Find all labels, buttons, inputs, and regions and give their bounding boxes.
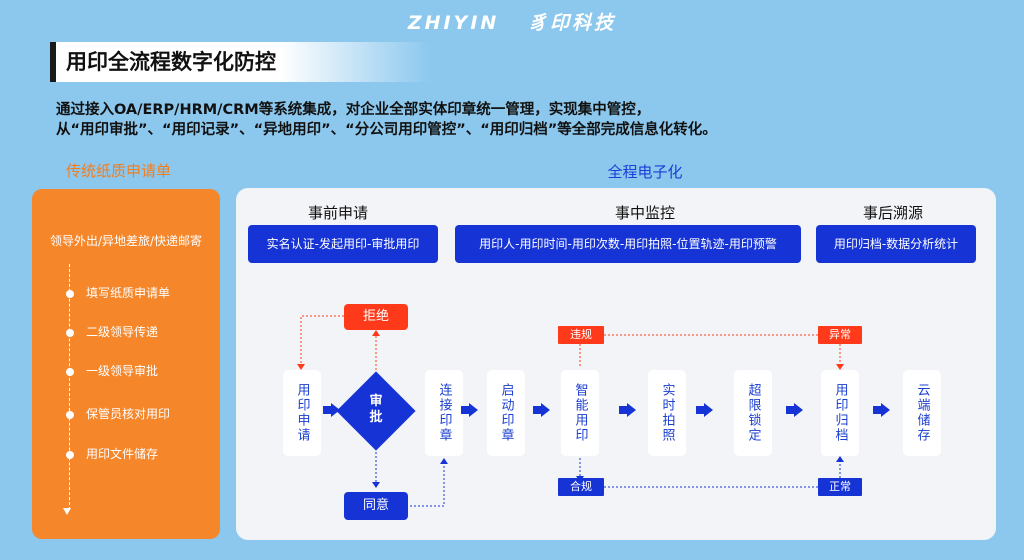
flow-step-connect: 连接印章 xyxy=(425,370,463,456)
reject-node: 拒绝 xyxy=(344,304,408,330)
traditional-step: 用印文件储存 xyxy=(66,445,158,462)
arrowhead-icon xyxy=(297,364,305,370)
reject-to-apply-line xyxy=(300,315,344,366)
traditional-step: 填写纸质申请单 xyxy=(66,284,170,301)
description-line-1: 通过接入OA/ERP/HRM/CRM等系统集成，对企业全部实体印章统一管理，实现… xyxy=(56,102,651,118)
flow-step-archive: 用印归档 xyxy=(821,370,859,456)
agree-to-connect-line xyxy=(410,462,445,507)
description: 通过接入OA/ERP/HRM/CRM等系统集成，对企业全部实体印章统一管理，实现… xyxy=(56,100,1016,140)
flow-step-label: 连接印章 xyxy=(436,383,452,443)
bullet-icon xyxy=(66,328,74,337)
flow-step-label: 智能用印 xyxy=(572,383,588,443)
violation-tag: 违规 xyxy=(558,326,604,344)
bullet-icon xyxy=(66,289,74,298)
brand-en: ZHIYIN xyxy=(407,12,500,34)
bullet-icon xyxy=(66,367,74,376)
flow-step-photo: 实时拍照 xyxy=(648,370,686,456)
brand-logo: ZHIYIN 豸印科技 xyxy=(0,8,1024,35)
arrowhead-icon xyxy=(372,330,380,336)
traditional-timeline xyxy=(69,264,70,510)
flow-step-label: 启动印章 xyxy=(498,383,514,443)
normal-tag: 正常 xyxy=(818,478,862,496)
page-title: 用印全流程数字化防控 xyxy=(50,42,430,82)
traditional-top-label: 领导外出/异地差旅/快递邮寄 xyxy=(49,234,203,248)
agree-node: 同意 xyxy=(344,492,408,520)
compliant-tag: 合规 xyxy=(558,478,604,496)
arrowhead-icon xyxy=(836,456,844,462)
traditional-step-label: 填写纸质申请单 xyxy=(86,286,171,300)
approve-label: 审批 xyxy=(369,394,383,425)
bullet-icon xyxy=(66,450,74,459)
traditional-step: 保管员核对用印 xyxy=(66,405,170,422)
phase-title-post: 事后溯源 xyxy=(862,204,923,222)
flow-step-start: 启动印章 xyxy=(487,370,525,456)
digital-heading: 全程电子化 xyxy=(607,163,683,181)
traditional-step-label: 二级领导传递 xyxy=(86,325,159,339)
brand-cn: 豸印科技 xyxy=(528,12,617,34)
flow-step-label: 云端储存 xyxy=(914,383,930,443)
arrowhead-icon xyxy=(836,364,844,370)
timeline-arrow-icon xyxy=(63,508,71,515)
apply-node: 用印申请 xyxy=(283,370,321,456)
description-line-2: 从“用印审批”、“用印记录”、“异地用印”、“分公司用印管控”、“用印归档”等全… xyxy=(56,122,717,138)
flow-step-cloud: 云端储存 xyxy=(903,370,941,456)
flow-step-label: 实时拍照 xyxy=(659,383,675,443)
phase-title-pre: 事前申请 xyxy=(307,204,368,222)
traditional-step-label: 一级领导审批 xyxy=(86,364,159,378)
traditional-heading: 传统纸质申请单 xyxy=(66,162,172,180)
traditional-step-label: 用印文件储存 xyxy=(86,447,159,461)
flow-step-smart: 智能用印 xyxy=(561,370,599,456)
phase-title-during: 事中监控 xyxy=(614,204,675,222)
traditional-step: 二级领导传递 xyxy=(66,323,158,340)
bullet-icon xyxy=(66,410,74,419)
flow-step-label: 超限锁定 xyxy=(745,383,761,443)
traditional-step-label: 保管员核对用印 xyxy=(86,407,171,421)
phase-detail-post: 用印归档-数据分析统计 xyxy=(816,225,976,263)
phase-detail-during: 用印人-用印时间-用印次数-用印拍照-位置轨迹-用印预警 xyxy=(455,225,801,263)
arrowhead-icon xyxy=(440,458,448,464)
traditional-panel xyxy=(32,189,220,539)
phase-detail-pre: 实名认证-发起用印-审批用印 xyxy=(248,225,438,263)
abnormal-tag: 异常 xyxy=(818,326,862,344)
arrowhead-icon xyxy=(372,482,380,488)
traditional-step: 一级领导审批 xyxy=(66,362,158,379)
apply-label: 用印申请 xyxy=(294,383,310,443)
flow-step-label: 用印归档 xyxy=(832,383,848,443)
flow-step-lock: 超限锁定 xyxy=(734,370,772,456)
